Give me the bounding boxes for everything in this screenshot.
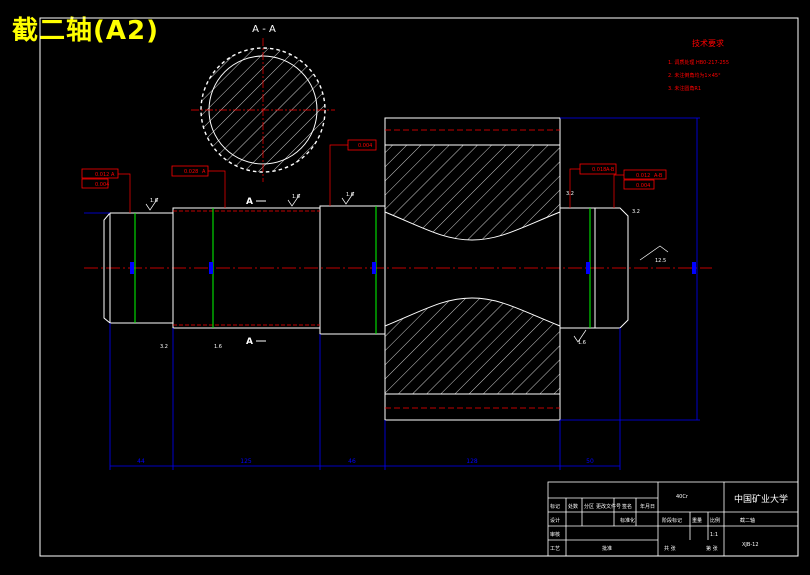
tech-heading: 技术要求: [692, 38, 724, 48]
shaft-outline: [103, 117, 629, 421]
drum-section-top: [384, 144, 561, 241]
ra-6: 1.6: [214, 344, 222, 350]
svg-text:A: A: [111, 172, 115, 178]
svg-text:A-B: A-B: [606, 167, 615, 173]
tol-2: 0.004: [95, 182, 109, 188]
cut-mark-bottom: A: [246, 337, 253, 347]
tol-5: 0.018: [592, 167, 606, 173]
svg-text:比例: 比例: [710, 517, 720, 524]
tech-items: 1. 调质处理 HB0-217-255 2. 未注倒角均为1×45° 3. 未注…: [668, 59, 729, 92]
tol-7: 0.004: [636, 183, 650, 189]
drawing-title: 截二轴(A2): [12, 16, 159, 46]
dim-5: 50: [586, 458, 594, 465]
svg-text:设计: 设计: [550, 517, 560, 524]
ra-3: 1.6: [346, 192, 354, 198]
dimension-lines: [84, 117, 700, 470]
drum-section-bottom: [384, 297, 561, 395]
drawing-no: XJB-12: [742, 542, 759, 548]
ra-9: 12.5: [655, 258, 666, 264]
scale: 1:1: [710, 532, 718, 538]
tol-6: 0.012: [636, 173, 650, 179]
cut-mark-top: A: [246, 197, 253, 207]
svg-text:工艺: 工艺: [550, 546, 560, 552]
ra-7: 3.2: [566, 191, 574, 197]
svg-text:重量: 重量: [692, 517, 702, 524]
title-block-text: 标记 处数 分区 更改文件号 签名 年月日 设计 标准化 阶段标记 重量 比例 …: [550, 494, 759, 552]
svg-text:阶段标记: 阶段标记: [662, 517, 682, 524]
spline-lines: [173, 210, 320, 326]
tol-3: 0.028: [184, 169, 198, 175]
tol-1: 0.012: [95, 172, 109, 178]
dim-4: 128: [466, 458, 478, 465]
gear-section: [191, 38, 335, 182]
ra-1: 1.6: [150, 198, 158, 204]
tolerance-frames: [81, 139, 667, 190]
tech-item-1: 1. 调质处理 HB0-217-255: [668, 59, 729, 66]
svg-text:共 张: 共 张: [664, 545, 676, 552]
svg-text:更改文件号: 更改文件号: [596, 503, 621, 510]
drawing-name: 截二轴: [740, 517, 755, 524]
svg-text:分区: 分区: [584, 503, 594, 510]
ra-2: 1.6: [292, 194, 300, 200]
sheet-border: [39, 17, 799, 557]
dimension-values: 44 125 46 128 50: [137, 458, 594, 465]
svg-text:标准化: 标准化: [620, 517, 635, 524]
svg-text:A-B: A-B: [654, 173, 663, 179]
svg-text:第 张: 第 张: [706, 545, 718, 552]
svg-text:标记: 标记: [550, 503, 560, 510]
ra-8: 3.2: [632, 209, 640, 215]
tol-4: 0.004: [358, 143, 372, 149]
tech-item-3: 3. 未注圆角R1: [668, 85, 701, 92]
svg-text:A: A: [202, 169, 206, 175]
tolerance-values: 0.012 A 0.004 0.028 A 0.004 0.018 A-B 0.…: [95, 143, 663, 189]
svg-text:签名: 签名: [622, 503, 632, 510]
ra-4: 1.6: [578, 340, 586, 346]
dim-1: 44: [137, 458, 145, 465]
ra-5: 3.2: [160, 344, 168, 350]
material: 40Cr: [676, 494, 689, 500]
section-label: A - A: [252, 24, 276, 35]
school-name: 中国矿业大学: [734, 493, 788, 505]
tech-item-2: 2. 未注倒角均为1×45°: [668, 72, 721, 79]
svg-text:审核: 审核: [550, 531, 560, 538]
diameter-markers: [130, 262, 696, 274]
dim-2: 125: [240, 458, 252, 465]
svg-text:年月日: 年月日: [640, 503, 655, 510]
svg-text:批准: 批准: [602, 545, 612, 552]
tolerance-leaders: [118, 144, 624, 213]
roughness-symbols: 1.6 1.6 1.6 1.6 3.2 1.6 3.2 3.2 12.5: [150, 191, 666, 350]
dim-3: 46: [348, 458, 356, 465]
svg-text:处数: 处数: [568, 503, 578, 510]
roughness-marks: [145, 191, 669, 343]
title-block: [547, 481, 799, 557]
